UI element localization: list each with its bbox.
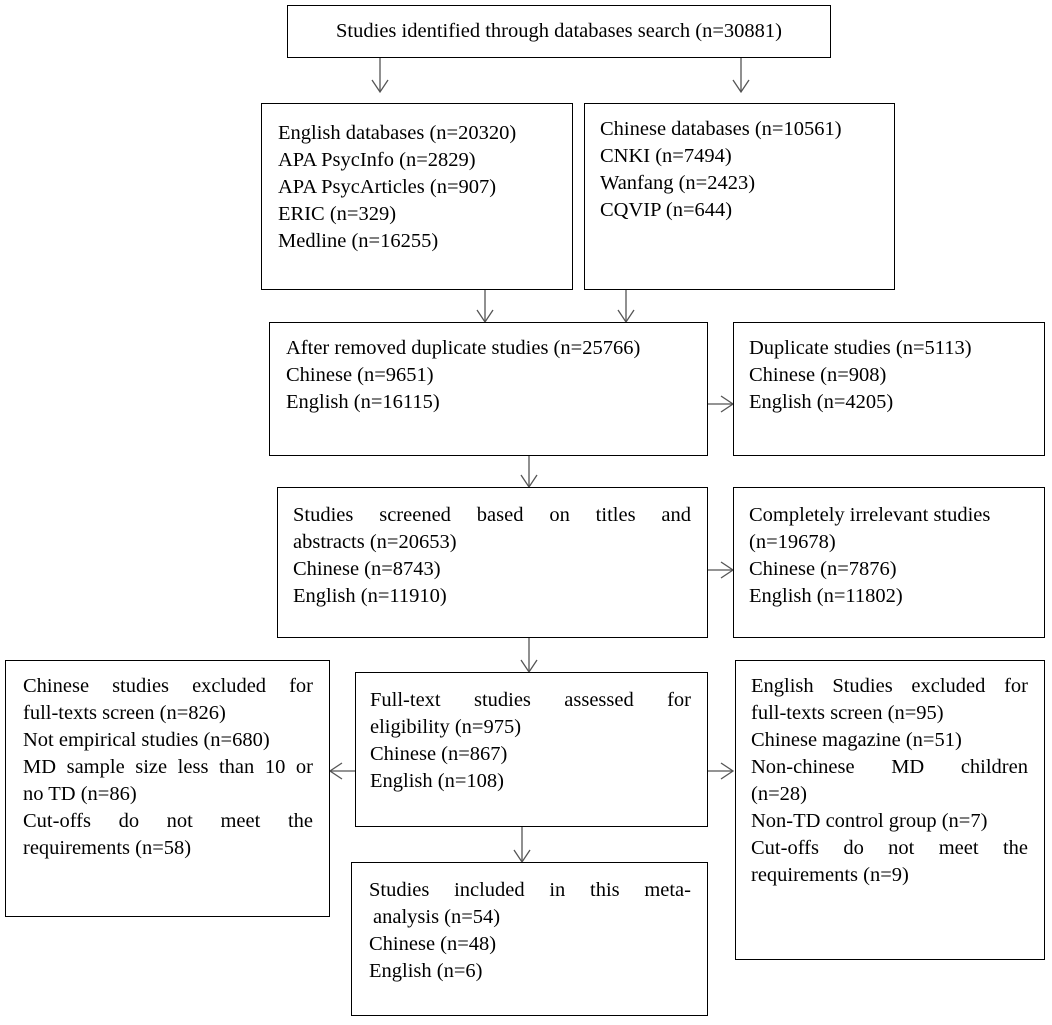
english-excluded-line: Chinese magazine (n=51) xyxy=(751,729,962,751)
box-english-databases: English databases (n=20320) APA PsycInfo… xyxy=(261,103,573,290)
fulltext-line: Full-text studies assessed for xyxy=(370,689,691,711)
duplicates-line: Chinese (n=908) xyxy=(749,364,887,386)
english-excluded-line: full-texts screen (n=95) xyxy=(751,702,944,724)
included-line: Studies included in this meta- xyxy=(369,879,691,901)
box-after-duplicates: After removed duplicate studies (n=25766… xyxy=(269,322,708,456)
arrow-english-to-after xyxy=(476,290,494,324)
english-excluded-line: English Studies excluded for xyxy=(751,675,1028,697)
chinese-excluded-line: full-texts screen (n=826) xyxy=(23,702,226,724)
included-line: analysis (n=54) xyxy=(373,906,501,928)
chinese-db-line: Chinese databases (n=10561) xyxy=(600,118,842,140)
screened-line: abstracts (n=20653) xyxy=(293,531,457,553)
english-excluded-line: requirements (n=9) xyxy=(751,864,909,886)
screened-line: Chinese (n=8743) xyxy=(293,558,441,580)
included-line: Chinese (n=48) xyxy=(369,933,497,955)
english-excluded-line: Non-TD control group (n=7) xyxy=(751,810,988,832)
irrelevant-line: English (n=11802) xyxy=(749,585,903,607)
box-irrelevant: Completely irrelevant studies (n=19678) … xyxy=(733,487,1045,638)
duplicates-line: English (n=4205) xyxy=(749,391,894,413)
fulltext-line: English (n=108) xyxy=(370,770,504,792)
arrow-fulltext-to-included xyxy=(513,827,531,864)
after-duplicates-line: English (n=16115) xyxy=(286,391,440,413)
irrelevant-line: Chinese (n=7876) xyxy=(749,558,897,580)
chinese-excluded-line: requirements (n=58) xyxy=(23,837,192,859)
chinese-db-line: Wanfang (n=2423) xyxy=(600,172,756,194)
screened-line: Studies screened based on titles and xyxy=(293,504,691,526)
chinese-excluded-line: Cut-offs do not meet the xyxy=(23,810,313,832)
english-db-line: English databases (n=20320) xyxy=(278,122,517,144)
english-excluded-line: (n=28) xyxy=(751,783,807,805)
fulltext-line: Chinese (n=867) xyxy=(370,743,508,765)
arrow-after-to-duplicates xyxy=(708,395,735,413)
after-duplicates-line: After removed duplicate studies (n=25766… xyxy=(286,337,641,359)
arrow-screened-to-fulltext xyxy=(520,638,538,674)
arrow-chinese-to-after xyxy=(617,290,635,324)
chinese-db-line: CNKI (n=7494) xyxy=(600,145,732,167)
box-chinese-excluded: Chinese studies excluded for full-texts … xyxy=(5,660,330,917)
after-duplicates-line: Chinese (n=9651) xyxy=(286,364,434,386)
english-db-line: APA PsycInfo (n=2829) xyxy=(278,149,476,171)
arrow-top-to-chinese xyxy=(732,58,750,94)
english-db-line: APA PsycArticles (n=907) xyxy=(278,176,497,198)
box-included: Studies included in this meta- analysis … xyxy=(351,862,708,1016)
arrow-after-to-screened xyxy=(520,456,538,489)
fulltext-line: eligibility (n=975) xyxy=(370,716,522,738)
arrow-top-to-english xyxy=(371,58,389,94)
arrow-screened-to-irrelevant xyxy=(708,561,735,579)
box-chinese-databases: Chinese databases (n=10561) CNKI (n=7494… xyxy=(584,103,895,290)
english-excluded-line: Non-chinese MD children xyxy=(751,756,1028,778)
box-screened: Studies screened based on titles and abs… xyxy=(277,487,708,638)
irrelevant-line: (n=19678) xyxy=(749,531,836,553)
arrow-fulltext-to-chinese-excluded xyxy=(328,762,355,780)
irrelevant-line: Completely irrelevant studies xyxy=(749,504,991,526)
chinese-excluded-line: no TD (n=86) xyxy=(23,783,137,805)
chinese-db-line: CQVIP (n=644) xyxy=(600,199,733,221)
english-excluded-line: Cut-offs do not meet the xyxy=(751,837,1028,859)
screened-line: English (n=11910) xyxy=(293,585,447,607)
chinese-excluded-line: Not empirical studies (n=680) xyxy=(23,729,270,751)
duplicates-line: Duplicate studies (n=5113) xyxy=(749,337,972,359)
box-identified-text: Studies identified through databases sea… xyxy=(336,20,782,42)
arrow-fulltext-to-english-excluded xyxy=(708,762,735,780)
chinese-excluded-line: MD sample size less than 10 or xyxy=(23,756,313,778)
chinese-excluded-line: Chinese studies excluded for xyxy=(23,675,313,697)
box-fulltext: Full-text studies assessed for eligibili… xyxy=(355,672,708,827)
english-db-line: Medline (n=16255) xyxy=(278,230,439,252)
box-english-excluded: English Studies excluded for full-texts … xyxy=(735,660,1045,960)
box-duplicate-studies: Duplicate studies (n=5113) Chinese (n=90… xyxy=(733,322,1045,456)
included-line: English (n=6) xyxy=(369,960,483,982)
box-identified: Studies identified through databases sea… xyxy=(287,5,831,58)
english-db-line: ERIC (n=329) xyxy=(278,203,397,225)
